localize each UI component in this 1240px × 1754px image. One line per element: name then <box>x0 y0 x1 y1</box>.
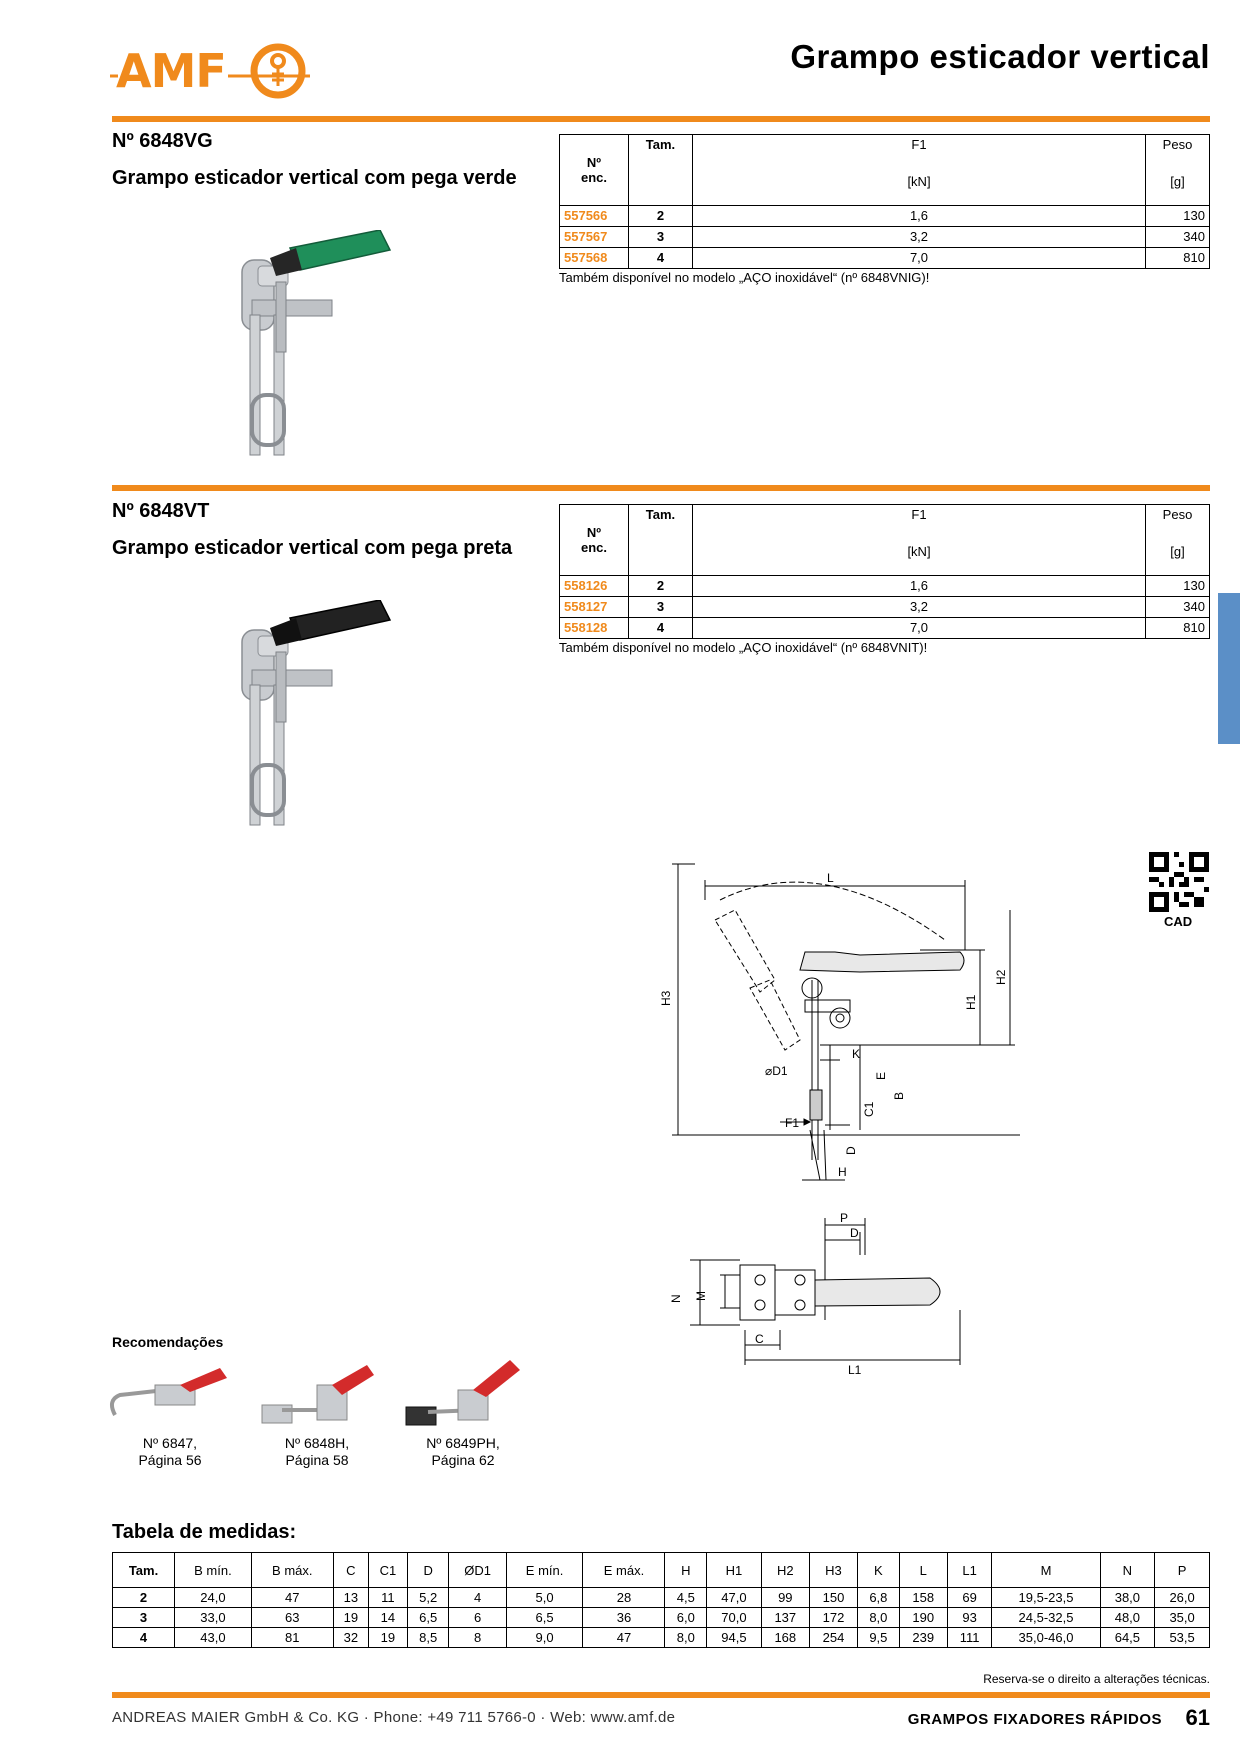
order-number-link[interactable]: 558127 <box>559 596 629 618</box>
dim-F1: F1 <box>785 1116 799 1130</box>
product2-photo <box>230 599 400 840</box>
qr-code[interactable] <box>1149 852 1209 912</box>
dim-D-top: D <box>850 1226 859 1240</box>
dim-K: K <box>852 1047 860 1061</box>
recommendation-item-6848h[interactable]: Nº 6848H,Página 58 <box>252 1360 382 1469</box>
col-weight: Peso[g] <box>1145 134 1210 206</box>
dim-E: E <box>874 1072 888 1080</box>
amf-logo-icon <box>110 43 310 99</box>
product1-note: Também disponível no modelo „AÇO inoxidá… <box>559 270 930 285</box>
dim-H3: H3 <box>660 990 673 1006</box>
recommendations-title: Recomendações <box>112 1334 224 1350</box>
product1-number: Nº 6848VG <box>112 130 213 152</box>
dim-H1: H1 <box>964 994 978 1010</box>
qr-code-icon <box>1149 852 1209 912</box>
dim-B: B <box>892 1092 906 1100</box>
clamp-6848h-icon <box>261 1365 374 1424</box>
dimensions-table: Tam. B mín. B máx. C C1 D ØD1 E mín. E m… <box>111 1552 1210 1648</box>
dim-C: C <box>755 1332 764 1346</box>
col-force: F1[kN] <box>692 134 1146 206</box>
product2-number: Nº 6848VT <box>112 500 210 522</box>
dim-D: D <box>844 1146 858 1155</box>
col-weight: Peso[g] <box>1145 504 1210 576</box>
amf-logo: AMF <box>110 40 310 102</box>
dim-C1: C1 <box>862 1101 876 1117</box>
company-info: ANDREAS MAIER GmbH & Co. KG · Phone: +49… <box>112 1709 676 1726</box>
dimensions-header-row: Tam. B mín. B máx. C C1 D ØD1 E mín. E m… <box>111 1552 1210 1588</box>
section-rule <box>112 485 1210 491</box>
product2-note: Também disponível no modelo „AÇO inoxidá… <box>559 640 928 655</box>
order-number-link[interactable]: 558128 <box>559 617 629 639</box>
logo-text: AMF <box>116 44 227 98</box>
page-title: Grampo esticador vertical <box>790 38 1210 75</box>
dim-M: M <box>694 1291 708 1301</box>
product1-photo <box>230 229 400 470</box>
dimensions-title: Tabela de medidas: <box>112 1521 297 1543</box>
order-number-link[interactable]: 557567 <box>559 226 629 248</box>
dim-L: L <box>827 871 834 885</box>
disclaimer: Reserva-se o direito a alterações técnic… <box>983 1672 1210 1686</box>
order-number-link[interactable]: 558126 <box>559 575 629 597</box>
dim-H: H <box>838 1165 847 1179</box>
dim-H2: H2 <box>994 969 1008 985</box>
recommendation-item-6849ph[interactable]: Nº 6849PH,Página 62 <box>398 1352 528 1469</box>
col-force: F1[kN] <box>692 504 1146 576</box>
dim-N: N <box>669 1294 683 1303</box>
order-number-link[interactable]: 557566 <box>559 205 629 227</box>
section-name: GRAMPOS FIXADORES RÁPIDOS <box>907 1711 1162 1728</box>
clamp-6847-icon <box>109 1368 227 1416</box>
clamp-6849ph-icon <box>405 1360 520 1426</box>
dim-D1: ⌀D1 <box>765 1064 788 1078</box>
order-number-link[interactable]: 557568 <box>559 247 629 269</box>
page-number: 61 <box>1185 1705 1210 1730</box>
dim-P: P <box>840 1211 848 1225</box>
dim-L1: L1 <box>848 1363 862 1377</box>
cad-label[interactable]: CAD <box>1164 914 1193 929</box>
technical-drawing: L H3 H2 H1 K E B ⌀D1 C1 F1 D H P <box>660 863 1020 1377</box>
product2-name: Grampo esticador vertical com pega preta <box>112 537 513 559</box>
section-tab[interactable] <box>1218 593 1240 744</box>
col-size: Tam. <box>628 134 693 206</box>
product1-name: Grampo esticador vertical com pega verde <box>112 167 517 189</box>
recommendation-item-6847[interactable]: Nº 6847,Página 56 <box>105 1360 235 1469</box>
footer-rule <box>112 1692 1210 1698</box>
header-rule <box>112 116 1210 122</box>
col-size: Tam. <box>628 504 693 576</box>
